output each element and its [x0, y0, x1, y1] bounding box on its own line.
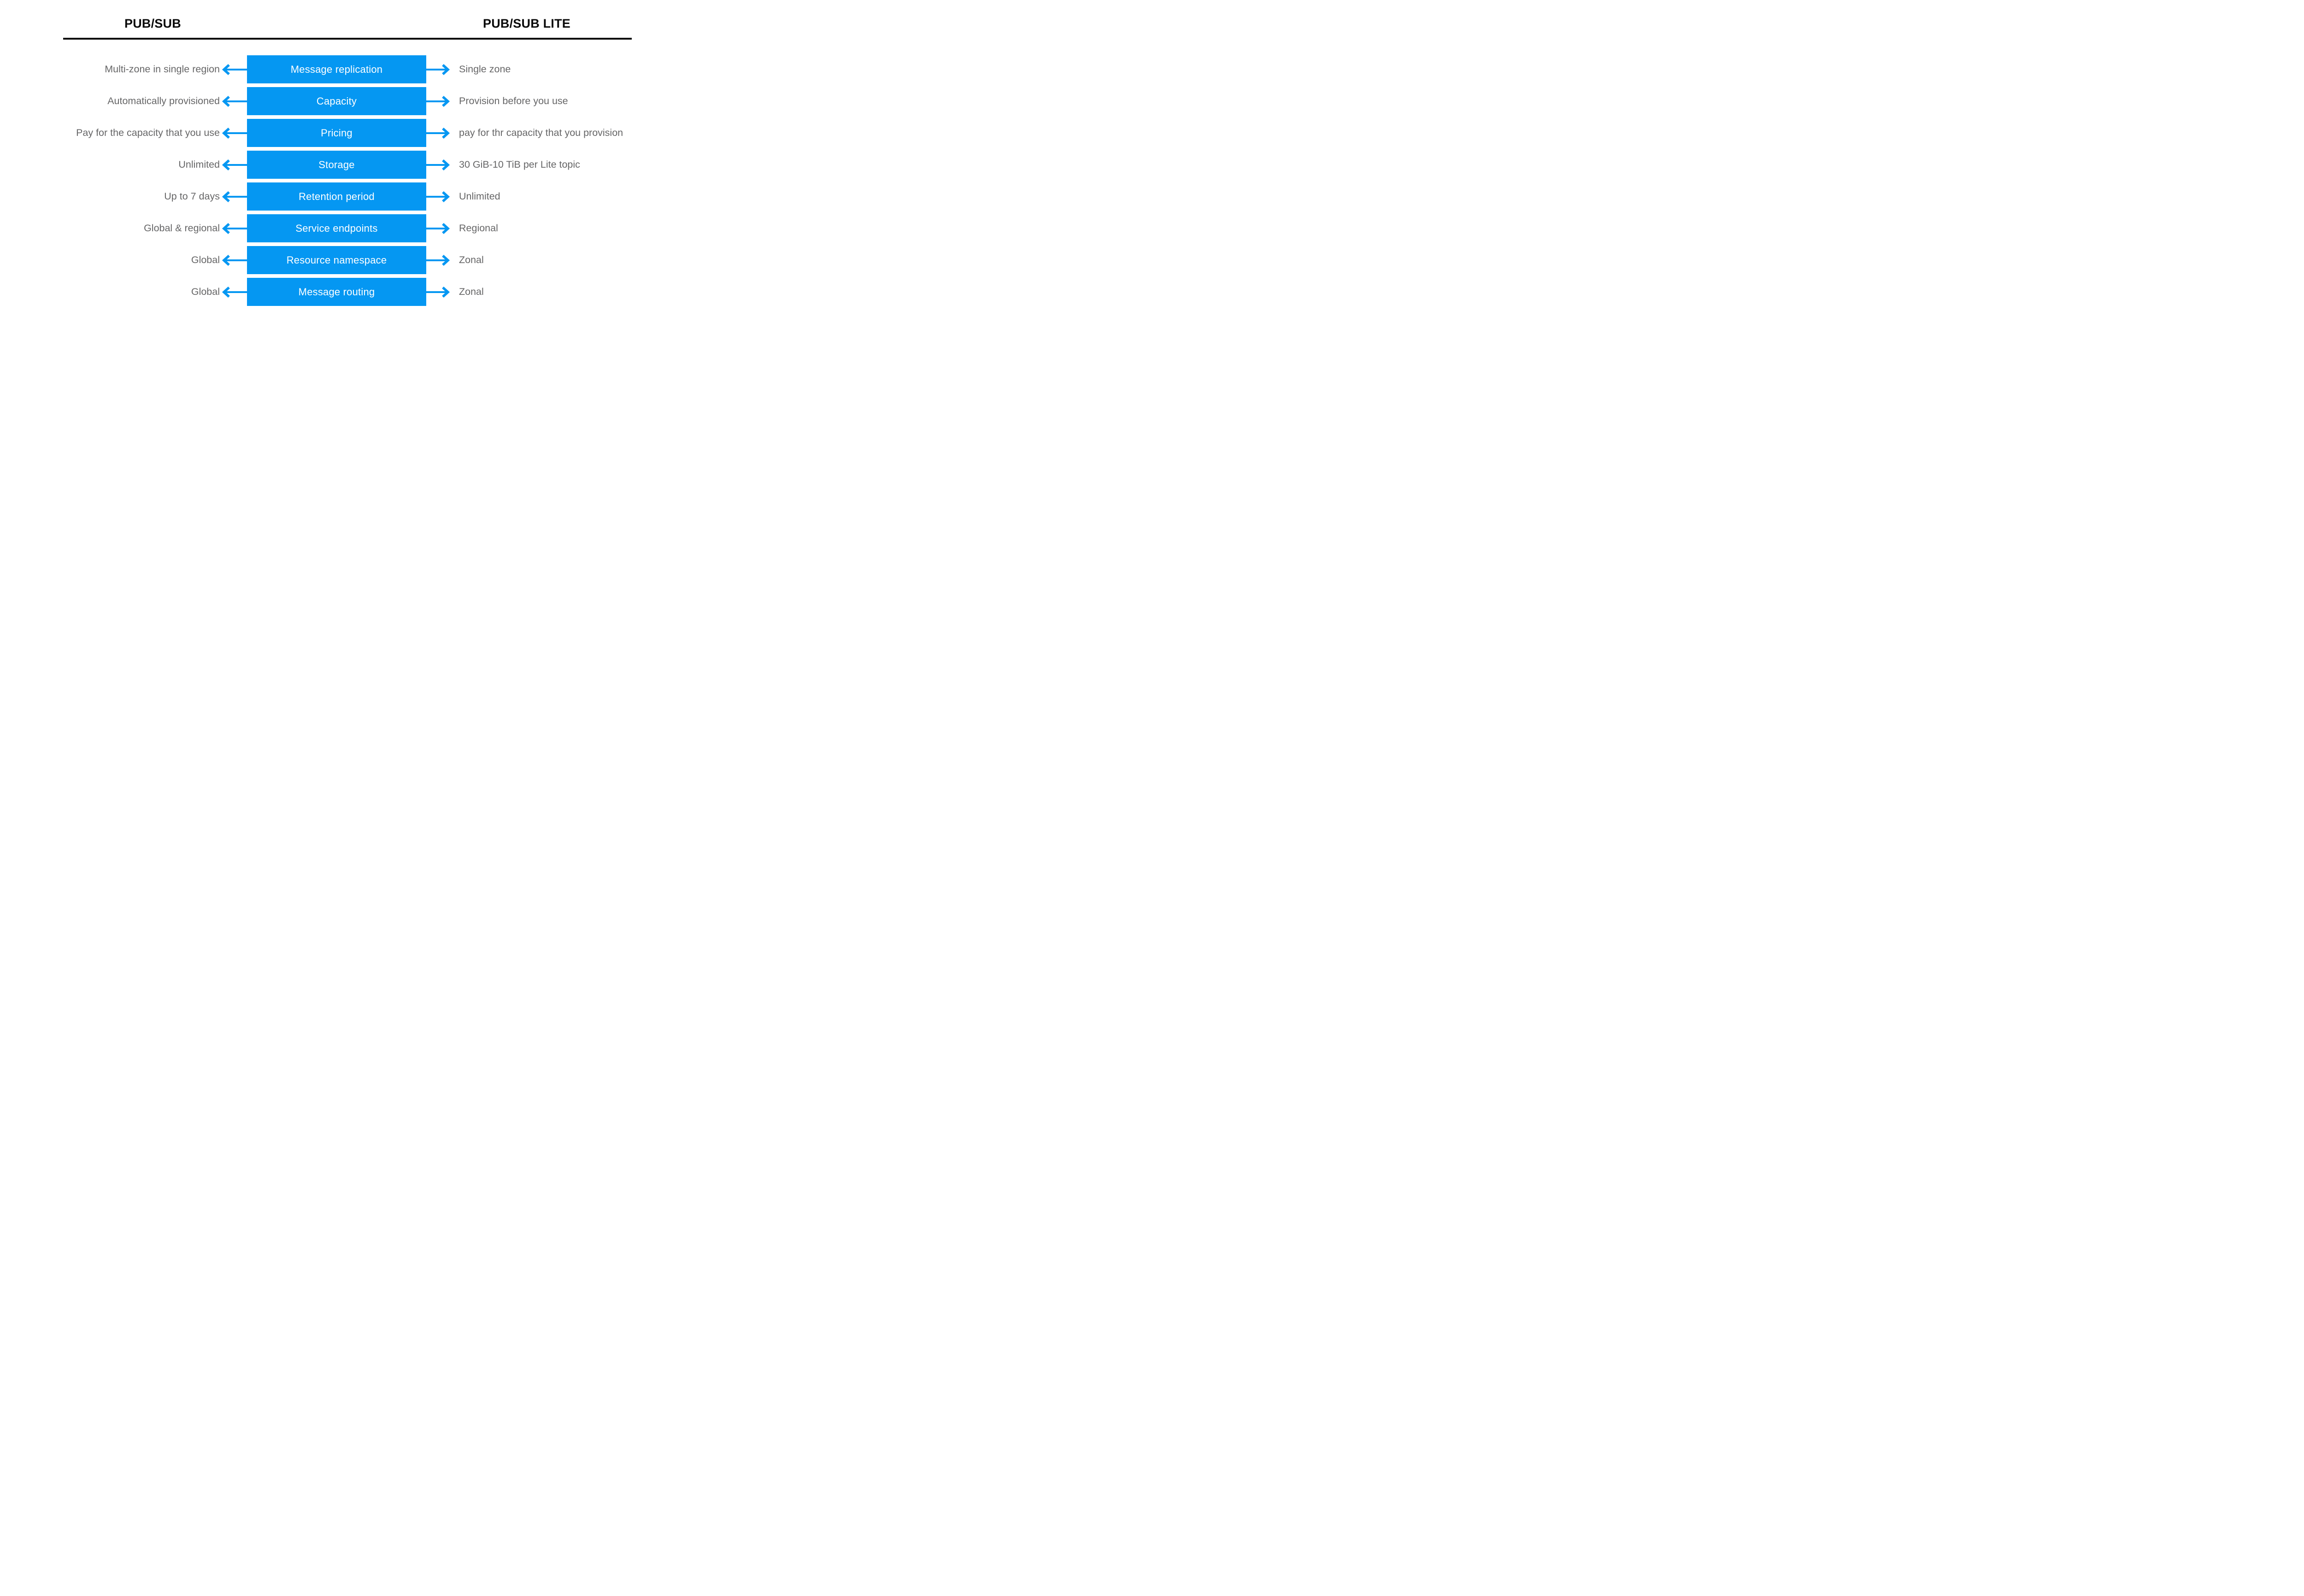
- pubsub-value: Pay for the capacity that you use: [76, 127, 220, 138]
- pubsub-column-header: PUB/SUB: [124, 17, 181, 30]
- row-storage: Unlimited Storage 30 GiB-10 TiB per Lite…: [0, 151, 723, 179]
- row-message-replication: Multi-zone in single region Message repl…: [0, 55, 723, 83]
- right-arrow-icon: [426, 87, 451, 115]
- pubsub-lite-value: Provision before you use: [459, 95, 568, 106]
- left-arrow-icon: [221, 151, 247, 179]
- header-underline: [63, 38, 632, 40]
- right-arrow-icon: [426, 278, 451, 306]
- pubsub-lite-value: Single zone: [459, 63, 511, 75]
- feature-box: Retention period: [247, 182, 426, 211]
- left-arrow-icon: [221, 278, 247, 306]
- left-arrow-icon: [221, 182, 247, 211]
- left-arrow-icon: [221, 55, 247, 83]
- pubsub-lite-value: 30 GiB-10 TiB per Lite topic: [459, 158, 580, 170]
- comparison-rows: Multi-zone in single region Message repl…: [0, 55, 723, 310]
- feature-box: Message routing: [247, 278, 426, 306]
- feature-box: Service endpoints: [247, 214, 426, 242]
- feature-box: Pricing: [247, 119, 426, 147]
- pubsub-value: Multi-zone in single region: [105, 63, 220, 75]
- pubsub-value: Global: [191, 254, 220, 265]
- feature-label: Message routing: [298, 286, 375, 298]
- pubsub-lite-value: Zonal: [459, 286, 484, 297]
- pubsub-lite-column-header: PUB/SUB LITE: [483, 17, 570, 30]
- row-pricing: Pay for the capacity that you use Pricin…: [0, 119, 723, 147]
- feature-box: Message replication: [247, 55, 426, 83]
- pubsub-value: Automatically provisioned: [107, 95, 220, 106]
- feature-label: Capacity: [316, 95, 357, 107]
- left-arrow-icon: [221, 246, 247, 274]
- left-arrow-icon: [221, 87, 247, 115]
- row-resource-namespace: Global Resource namespace Zonal: [0, 246, 723, 274]
- pubsub-lite-value: pay for thr capacity that you provision: [459, 127, 623, 138]
- feature-label: Retention period: [299, 190, 375, 202]
- pubsub-lite-value: Unlimited: [459, 190, 500, 202]
- right-arrow-icon: [426, 119, 451, 147]
- feature-label: Resource namespace: [286, 254, 387, 266]
- feature-label: Storage: [318, 158, 355, 170]
- pubsub-value: Unlimited: [178, 158, 220, 170]
- feature-label: Pricing: [321, 127, 353, 139]
- right-arrow-icon: [426, 246, 451, 274]
- row-capacity: Automatically provisioned Capacity Provi…: [0, 87, 723, 115]
- row-service-endpoints: Global & regional Service endpoints Regi…: [0, 214, 723, 242]
- pubsub-lite-value: Regional: [459, 222, 498, 234]
- feature-box: Storage: [247, 151, 426, 179]
- feature-label: Service endpoints: [295, 222, 378, 234]
- right-arrow-icon: [426, 182, 451, 211]
- left-arrow-icon: [221, 119, 247, 147]
- pubsub-value: Global: [191, 286, 220, 297]
- pubsub-value: Up to 7 days: [164, 190, 220, 202]
- feature-label: Message replication: [290, 63, 383, 75]
- row-message-routing: Global Message routing Zonal: [0, 278, 723, 306]
- row-retention-period: Up to 7 days Retention period Unlimited: [0, 182, 723, 211]
- feature-box: Resource namespace: [247, 246, 426, 274]
- right-arrow-icon: [426, 151, 451, 179]
- left-arrow-icon: [221, 214, 247, 242]
- feature-box: Capacity: [247, 87, 426, 115]
- right-arrow-icon: [426, 214, 451, 242]
- comparison-diagram: PUB/SUB PUB/SUB LITE Multi-zone in singl…: [0, 0, 723, 324]
- pubsub-lite-value: Zonal: [459, 254, 484, 265]
- pubsub-value: Global & regional: [144, 222, 220, 234]
- right-arrow-icon: [426, 55, 451, 83]
